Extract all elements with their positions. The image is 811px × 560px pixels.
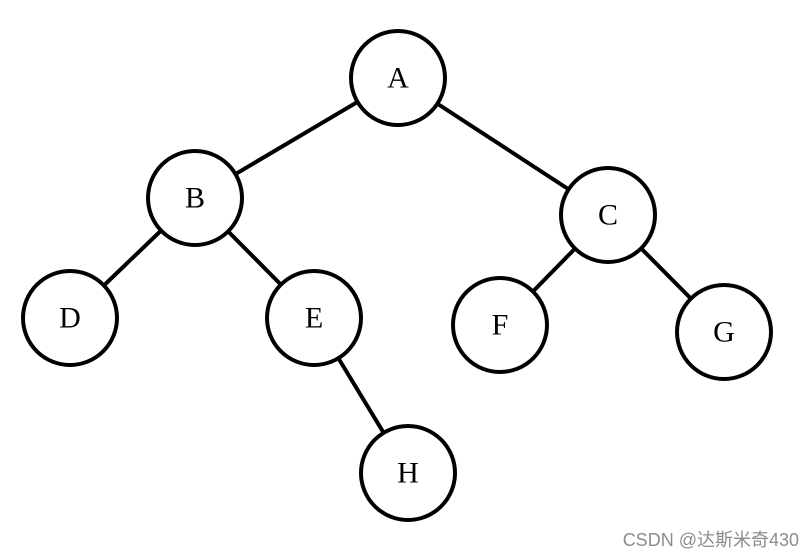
node-b: B <box>146 149 244 247</box>
edges-layer <box>68 76 726 475</box>
node-circle-g <box>675 283 773 381</box>
node-c: C <box>559 166 657 264</box>
node-g: G <box>675 283 773 381</box>
node-d: D <box>21 269 119 367</box>
node-f: F <box>451 276 549 374</box>
node-a: A <box>349 29 447 127</box>
node-circle-d <box>21 269 119 367</box>
node-circle-f <box>451 276 549 374</box>
node-label-g: G <box>713 316 735 349</box>
node-circle-c <box>559 166 657 264</box>
node-e: E <box>265 269 363 367</box>
node-h: H <box>359 424 457 522</box>
watermark-text: CSDN @达斯米奇430 <box>622 530 799 550</box>
node-label-f: F <box>492 309 509 342</box>
node-label-h: H <box>397 457 419 490</box>
nodes-layer: A B C D E F G H <box>21 29 773 522</box>
node-label-b: B <box>185 182 205 215</box>
node-circle-a <box>349 29 447 127</box>
node-label-c: C <box>598 199 618 232</box>
node-circle-h <box>359 424 457 522</box>
node-circle-e <box>265 269 363 367</box>
node-circle-b <box>146 149 244 247</box>
node-label-e: E <box>305 302 323 335</box>
node-label-a: A <box>387 62 409 95</box>
node-label-d: D <box>59 302 81 335</box>
